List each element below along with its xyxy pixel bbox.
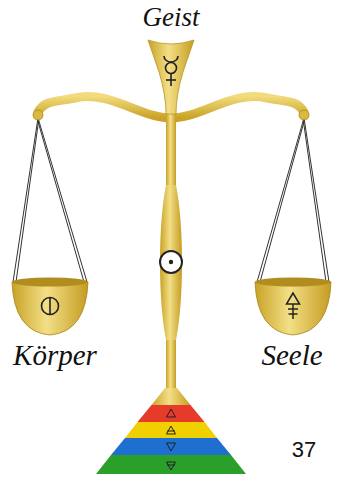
page-number: 37 (292, 437, 316, 462)
element-symbols (167, 409, 176, 470)
beam-knob (33, 110, 43, 120)
earth-band (96, 455, 246, 474)
pillar-cup (148, 40, 194, 114)
left-pan (12, 278, 88, 336)
sun-symbol (160, 251, 182, 273)
salt-symbol (42, 298, 59, 315)
spirit-label: Geist (143, 2, 200, 33)
soul-label: Seele (261, 339, 322, 372)
fire-band (138, 405, 205, 422)
pillar-bulge (160, 185, 182, 340)
right-pan (255, 278, 331, 336)
water-band (111, 438, 231, 455)
body-label: Körper (13, 339, 97, 372)
air-band (125, 422, 217, 438)
base-top (152, 388, 191, 405)
beam-knob (299, 110, 309, 120)
sulfur-symbol (287, 293, 300, 319)
mercury-symbol (164, 56, 178, 86)
